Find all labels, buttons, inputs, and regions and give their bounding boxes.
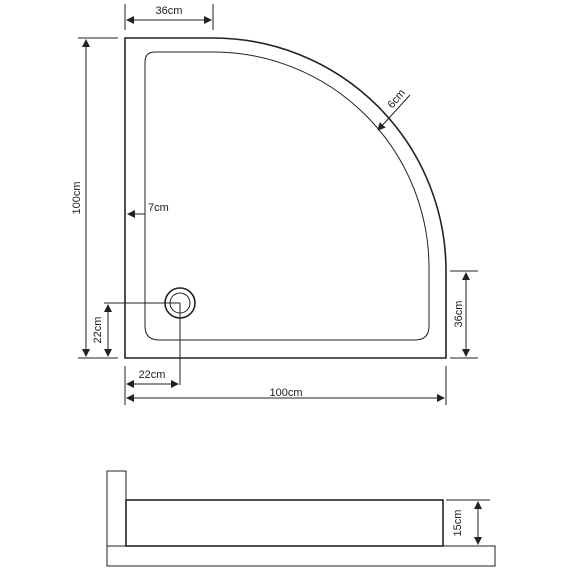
dim-left-height-label: 100cm xyxy=(71,181,83,214)
floor-section xyxy=(106,545,496,567)
dim-bottom-width: 100cm xyxy=(126,366,447,405)
dim-drain-x-label: 22cm xyxy=(139,369,166,381)
dim-right-height-label: 36cm xyxy=(453,301,465,328)
dim-rim-width-label: 6cm xyxy=(385,87,408,111)
dim-drain-x: 22cm xyxy=(124,366,179,405)
tray-section xyxy=(125,499,444,547)
dim-top-width-label: 36cm xyxy=(156,5,183,17)
dim-right-height: 36cm xyxy=(450,270,478,359)
dim-inner-rim-label: 7cm xyxy=(148,202,169,214)
dim-bottom-width-label: 100cm xyxy=(269,387,302,399)
tray-outline xyxy=(124,37,447,359)
dim-left-height: 100cm xyxy=(71,37,118,359)
drain-locator-lines xyxy=(104,302,181,385)
dim-side-height: 15cm xyxy=(446,499,490,545)
dim-inner-rim: 7cm xyxy=(127,202,169,218)
dim-drain-y: 22cm xyxy=(92,304,118,359)
tray-inner-basin xyxy=(144,51,430,341)
dim-drain-y-label: 22cm xyxy=(92,317,104,344)
wall-section xyxy=(106,470,127,547)
dim-top-width: 36cm xyxy=(124,4,214,30)
dim-side-height-label: 15cm xyxy=(452,510,464,537)
